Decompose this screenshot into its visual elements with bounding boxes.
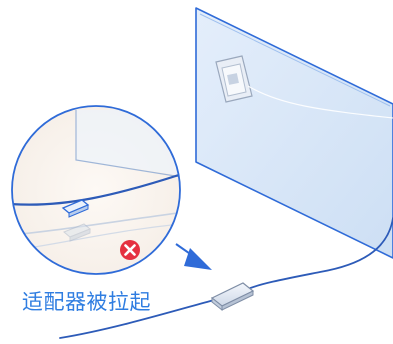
power-cable (247, 217, 393, 290)
zoom-detail-circle (11, 105, 181, 275)
wall-panel (195, 7, 393, 259)
power-cable-tail (59, 299, 215, 339)
error-x-icon (120, 240, 140, 260)
caption-text: 适配器被拉起 (22, 290, 151, 314)
power-socket-icon (215, 55, 253, 103)
pointer-arrow-icon (175, 243, 212, 270)
power-adapter (210, 282, 255, 312)
ghost-adapter (63, 223, 91, 242)
lifted-adapter (61, 199, 90, 218)
